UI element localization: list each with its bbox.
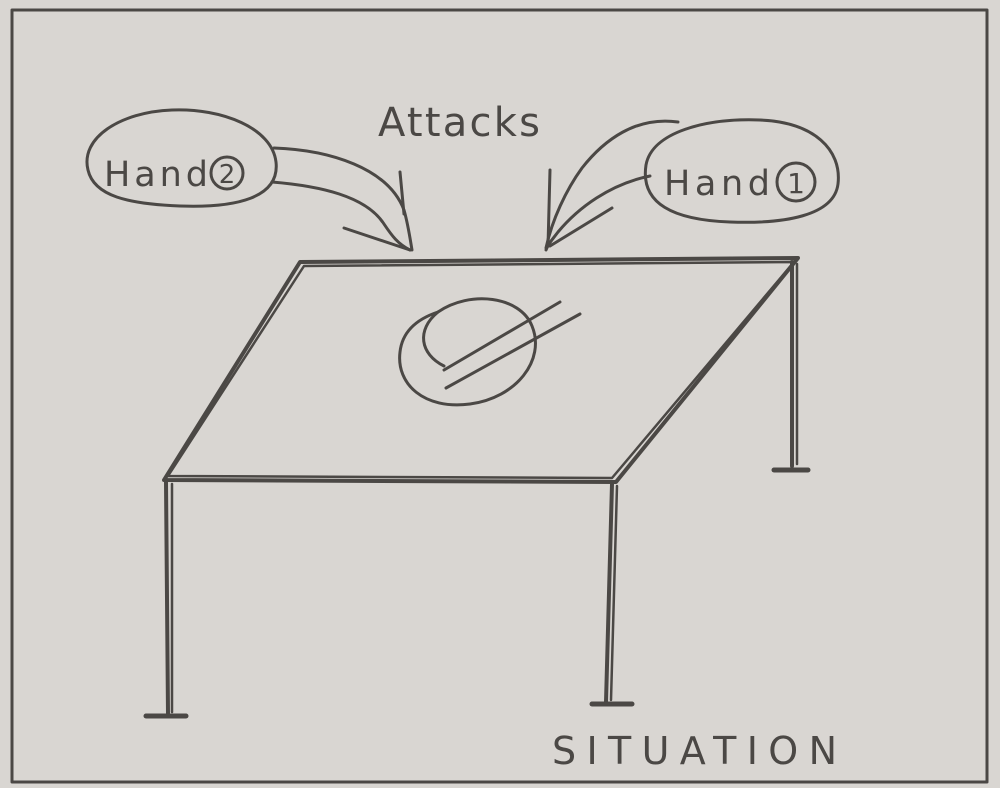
hand-1-bubble: Hand 1 bbox=[643, 118, 840, 224]
ball-motion-line-2 bbox=[444, 312, 582, 390]
attack-arrow-left-upper-stroke bbox=[272, 146, 414, 252]
attack-arrow-right bbox=[544, 119, 680, 252]
page-border bbox=[10, 8, 989, 784]
hand-1-number: 1 bbox=[787, 167, 805, 200]
attack-arrow-left bbox=[270, 146, 414, 252]
hand-2-number-circle bbox=[209, 155, 245, 191]
attack-arrow-right-head-side bbox=[548, 206, 614, 248]
table-top-inner-edge bbox=[166, 260, 796, 480]
attack-arrow-right-upper-stroke bbox=[544, 119, 680, 250]
hand-2-number: 2 bbox=[219, 160, 236, 190]
situation-label: SITUATION bbox=[552, 729, 842, 773]
ball-seam bbox=[422, 310, 446, 368]
hand-2-outline bbox=[85, 108, 278, 208]
attack-arrow-left-head-top bbox=[398, 170, 406, 216]
ball-icon bbox=[398, 297, 582, 407]
ball-outline bbox=[398, 297, 537, 407]
hand-2-label: Hand bbox=[104, 155, 208, 195]
attack-arrow-left-head-side bbox=[342, 226, 412, 252]
hand-2-bubble: Hand 2 bbox=[85, 108, 278, 208]
table bbox=[143, 256, 811, 719]
attacks-label: Attacks bbox=[378, 100, 540, 146]
hand-1-number-circle bbox=[775, 161, 817, 203]
attack-arrow-right-head-top bbox=[546, 168, 552, 248]
table-top bbox=[162, 256, 800, 484]
ball-motion-line-1 bbox=[442, 300, 562, 372]
table-leg-front-right bbox=[604, 482, 614, 704]
table-leg-front-right-edge bbox=[609, 484, 619, 702]
attack-arrow-left-lower-stroke bbox=[270, 180, 412, 252]
hand-1-label: Hand bbox=[664, 164, 770, 204]
table-leg-front-left bbox=[164, 480, 170, 716]
hand-1-outline bbox=[643, 118, 840, 224]
